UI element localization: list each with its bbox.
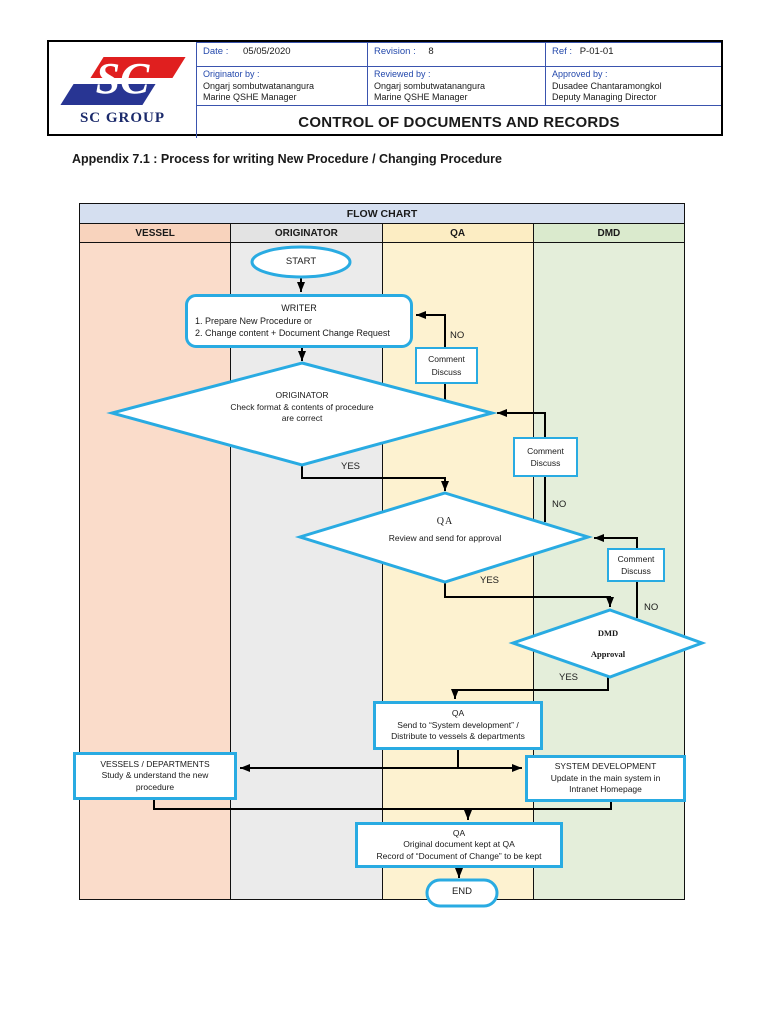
no-label-3: NO [644,602,659,613]
writer-line2: 2. Change content + Document Change Requ… [195,328,390,339]
writer-title: WRITER [281,303,317,314]
originator-role: Marine QSHE Manager [203,92,297,102]
comment2-line1: Comment [527,445,564,456]
sysdev-line1: Update in the main system in [550,772,661,783]
vessels-title: VESSELS / DEPARTMENTS [100,758,210,769]
originator-cell: Originator by : Ongarj sombutwatanangura… [196,66,367,105]
yes-label-2: YES [480,575,500,586]
comment1-line2: Discuss [431,366,462,377]
lane-header-dmd: DMD [533,224,684,242]
reviewed-cell: Reviewed by : Ongarj sombutwatanangura M… [367,66,545,105]
vessels-study-node: VESSELS / DEPARTMENTS Study & understand… [73,752,237,800]
sysdev-title: SYSTEM DEVELOPMENT [554,761,657,772]
comment-discuss-node-3: Comment Discuss [607,548,665,582]
no-label-2: NO [552,499,567,510]
revision-cell: Revision : 8 [367,42,545,66]
comment2-line2: Discuss [530,458,561,468]
document-title: CONTROL OF DOCUMENTS AND RECORDS [196,105,721,138]
lane-header-originator: ORIGINATOR [231,224,383,242]
reviewed-name: Ongarj sombutwatanangura [374,80,486,91]
date-label: Date : [203,46,229,57]
comment1-line1: Comment [428,354,465,364]
comment-discuss-node-2: Comment Discuss [513,437,578,477]
qa-keep-node: QA Original document kept at QA Record o… [355,822,563,868]
yes-label-1: YES [341,461,361,472]
approved-name: Dusadee Chantaramongkol [552,80,662,91]
comment-discuss-node-1: Comment Discuss [415,347,478,384]
lane-header-row: VESSEL ORIGINATOR QA DMD [80,224,684,243]
company-logo: SC SC GROUP [49,42,196,138]
qa-send-line1: Send to “System development” / [397,719,519,730]
logo-company-name: SC GROUP [79,109,166,126]
qa-send-line2: Distribute to vessels & departments [391,731,525,742]
originator-name: Ongarj sombutwatanangura [203,80,315,91]
logo-monogram: SC [95,53,150,103]
no-label-1: NO [450,330,465,341]
sysdev-line2: Intranet Homepage [569,784,642,795]
qa-send-node: QA Send to “System development” / Distri… [373,701,543,750]
lane-header-vessel: VESSEL [80,224,232,242]
ref-label: Ref : [552,46,573,57]
writer-node: WRITER 1. Prepare New Procedure or 2. Ch… [185,294,413,348]
system-development-node: SYSTEM DEVELOPMENT Update in the main sy… [525,755,686,802]
ref-value: P-01-01 [579,46,614,57]
comment3-line2: Discuss [621,566,651,576]
reviewed-role: Marine QSHE Manager [374,92,468,102]
lane-header-qa: QA [382,224,534,242]
date-value: 05/05/2020 [243,46,291,57]
revision-label: Revision : [374,46,416,57]
qa-send-title: QA [451,708,465,719]
reviewed-label: Reviewed by : [374,69,431,79]
yes-label-3: YES [559,672,579,683]
vessels-line1: Study & understand the new [101,770,209,781]
qa-keep-title: QA [452,827,466,838]
comment3-line1: Comment [617,553,655,564]
revision-value: 8 [428,46,434,57]
approved-label: Approved by : [552,69,608,79]
sc-logo-icon: SC [59,53,186,105]
approved-role: Deputy Managing Director [552,92,657,102]
approved-cell: Approved by : Dusadee Chantaramongkol De… [545,66,721,105]
qa-keep-line2: Record of “Document of Change” to be kep… [376,850,542,861]
writer-line1: 1. Prepare New Procedure or [195,315,313,326]
qa-keep-line1: Original document kept at QA [403,839,515,850]
ref-cell: Ref : P-01-01 [545,42,721,66]
appendix-heading: Appendix 7.1 : Process for writing New P… [72,152,502,166]
vessels-line2: procedure [135,781,175,792]
originator-label: Originator by : [203,69,260,79]
flowchart-title: FLOW CHART [80,204,684,224]
date-cell: Date : 05/05/2020 [196,42,367,66]
document-header-table: SC SC GROUP Date : 05/05/2020 Revision :… [47,40,723,138]
